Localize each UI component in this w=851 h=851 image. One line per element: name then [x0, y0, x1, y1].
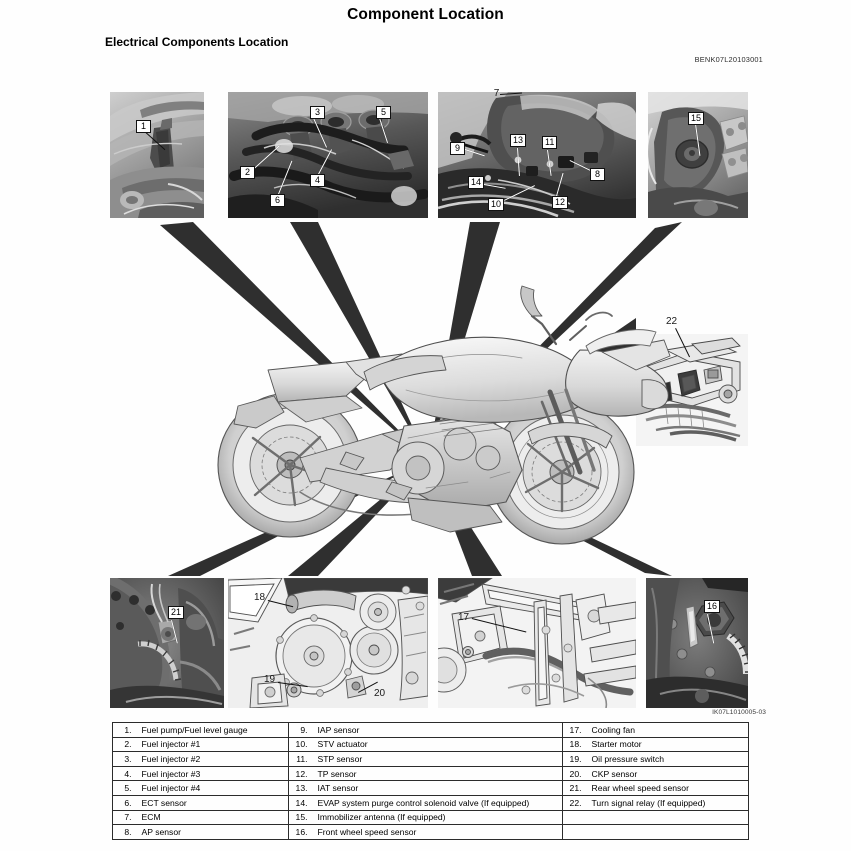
table-row: 7. ECM 15. Immobilizer antenna (If equip…: [112, 809, 749, 826]
legend-number: 7.: [112, 809, 135, 826]
callout-18: 18: [254, 592, 266, 603]
legend-label: ECT sensor: [134, 794, 289, 811]
callout-1: 1: [136, 120, 151, 133]
callout-17: 17: [458, 612, 470, 623]
callout-10: 10: [488, 198, 505, 211]
legend-number: 2.: [112, 736, 135, 753]
legend-number: 14.: [288, 794, 311, 811]
legend-label: Front wheel speed sensor: [310, 824, 563, 840]
legend-number: 18.: [562, 736, 585, 753]
callout-4: 4: [310, 174, 325, 187]
legend-label: ECM: [134, 809, 289, 826]
legend-empty-cell: [562, 809, 749, 826]
page-title: Component Location: [347, 6, 504, 23]
legend-label: Fuel injector #4: [134, 780, 289, 796]
table-row: 8. AP sensor 16. Front wheel speed senso…: [112, 824, 749, 840]
legend-number: 9.: [288, 722, 311, 738]
legend-number: 1.: [112, 722, 135, 738]
table-row: 1. Fuel pump/Fuel level gauge 9. IAP sen…: [112, 722, 749, 738]
legend-number: 13.: [288, 780, 311, 796]
legend-number: 12.: [288, 765, 311, 782]
legend-label: IAT sensor: [310, 780, 563, 796]
panel-engine: 18 19 20: [228, 578, 428, 708]
legend-label: Starter motor: [584, 736, 749, 753]
callout-12: 12: [552, 196, 569, 209]
callout-16: 16: [704, 600, 721, 613]
document-code: BENK07L20103001: [694, 55, 763, 64]
legend-number: 17.: [562, 722, 585, 738]
legend-label: IAP sensor: [310, 722, 563, 738]
legend-number: 15.: [288, 809, 311, 826]
callout-5: 5: [376, 106, 391, 119]
table-row: 5. Fuel injector #4 13. IAT sensor 21. R…: [112, 780, 749, 796]
panel-immobilizer: 15: [648, 92, 748, 218]
legend-number: 11.: [288, 751, 311, 767]
legend-label: Fuel injector #1: [134, 736, 289, 753]
panel-cooling-fan: 17: [438, 578, 636, 708]
legend-number: 16.: [288, 824, 311, 840]
callout-7: 7: [493, 88, 500, 99]
callout-13: 13: [510, 134, 527, 147]
legend-number: 10.: [288, 736, 311, 753]
callout-14: 14: [468, 176, 485, 189]
legend-label: EVAP system purge control solenoid valve…: [310, 794, 563, 811]
legend-label: Immobilizer antenna (If equipped): [310, 809, 563, 826]
callout-8: 8: [590, 168, 605, 181]
callout-21: 21: [168, 606, 185, 619]
table-row: 4. Fuel injector #3 12. TP sensor 20. CK…: [112, 765, 749, 782]
legend-label: Fuel injector #3: [134, 765, 289, 782]
legend-number: 20.: [562, 765, 585, 782]
callout-6: 6: [270, 194, 285, 207]
callout-2: 2: [240, 166, 255, 179]
callout-3: 3: [310, 106, 325, 119]
legend-label: STP sensor: [310, 751, 563, 767]
callout-15: 15: [688, 112, 705, 125]
figure-code: IK07L1010005-03: [712, 709, 766, 716]
callout-19: 19: [264, 674, 276, 685]
legend-label: Cooling fan: [584, 722, 749, 738]
motorcycle-illustration: [150, 220, 710, 580]
legend-label: CKP sensor: [584, 765, 749, 782]
panel-fuel-pump: 1: [110, 92, 204, 218]
panel-front-wheel-speed: 16: [646, 578, 748, 708]
legend-label: STV actuator: [310, 736, 563, 753]
component-legend-table: 1. Fuel pump/Fuel level gauge 9. IAP sen…: [112, 722, 749, 840]
section-title: Electrical Components Location: [105, 35, 289, 49]
legend-number: 21.: [562, 780, 585, 796]
legend-label: Fuel pump/Fuel level gauge: [134, 722, 289, 738]
legend-label: Oil pressure switch: [584, 751, 749, 767]
legend-number: 4.: [112, 765, 135, 782]
legend-label: Rear wheel speed sensor: [584, 780, 749, 796]
panel-injectors: 3 5 2 4 6: [228, 92, 428, 218]
legend-number: 22.: [562, 794, 585, 811]
legend-label: Turn signal relay (If equipped): [584, 794, 749, 811]
table-row: 6. ECT sensor 14. EVAP system purge cont…: [112, 794, 749, 811]
legend-number: 6.: [112, 794, 135, 811]
legend-empty-cell: [562, 824, 749, 840]
legend-label: TP sensor: [310, 765, 563, 782]
legend-label: AP sensor: [134, 824, 289, 840]
panel-rear-wheel-speed: 21: [110, 578, 224, 708]
callout-11: 11: [542, 136, 558, 149]
callout-9: 9: [450, 142, 465, 155]
table-row: 2. Fuel injector #1 10. STV actuator 18.…: [112, 736, 749, 753]
legend-number: 8.: [112, 824, 135, 840]
legend-number: 19.: [562, 751, 585, 767]
callout-22: 22: [666, 316, 678, 327]
legend-number: 5.: [112, 780, 135, 796]
table-row: 3. Fuel injector #2 11. STP sensor 19. O…: [112, 751, 749, 767]
callout-20: 20: [374, 688, 386, 699]
legend-label: Fuel injector #2: [134, 751, 289, 767]
panel-ecm: 9 13 11 8 14 10 12: [438, 92, 636, 218]
legend-number: 3.: [112, 751, 135, 767]
